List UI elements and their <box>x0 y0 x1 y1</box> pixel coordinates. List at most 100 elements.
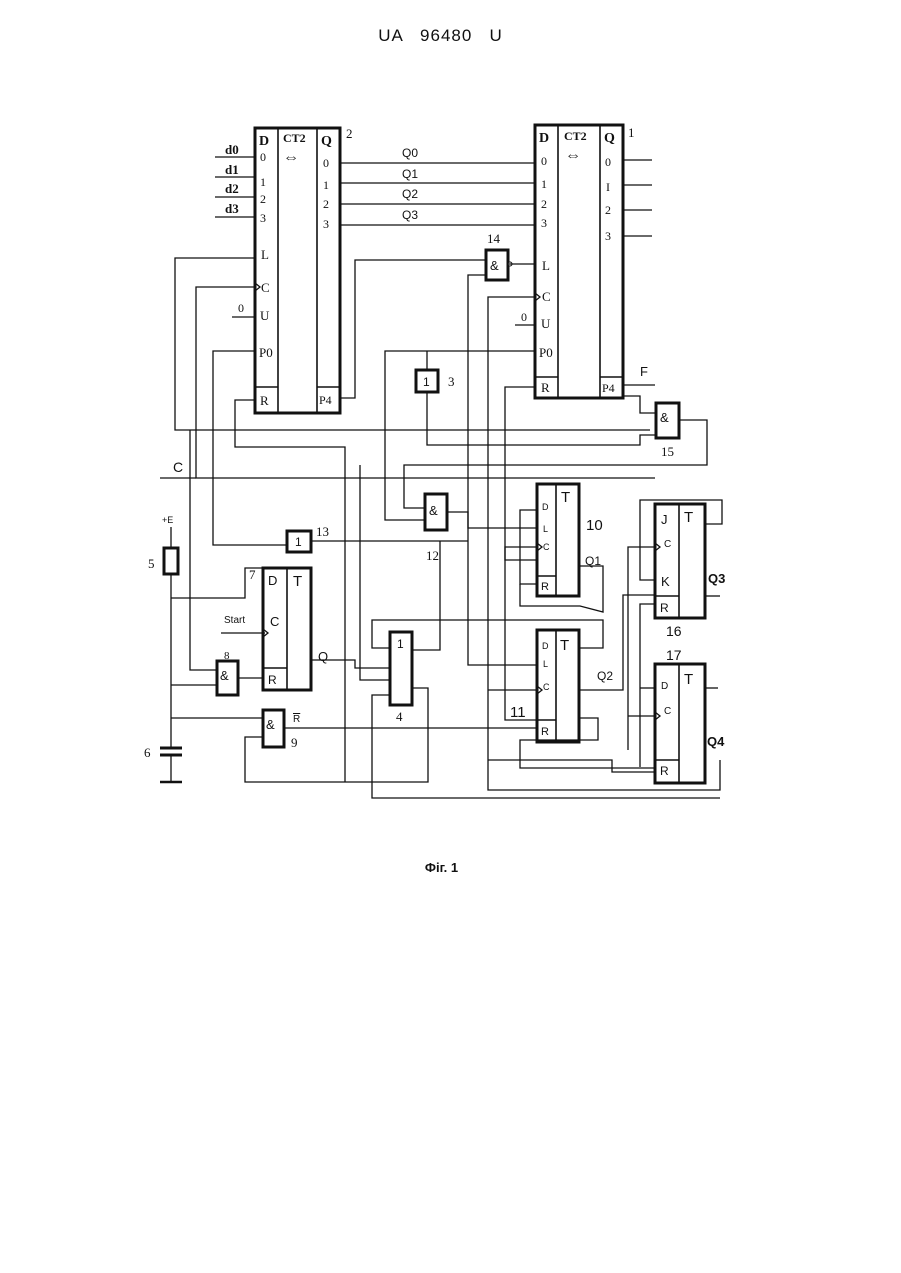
flipflop-10-pin-l: L <box>543 524 548 534</box>
gate-14: & 14 <box>486 231 512 280</box>
input-d3-label: d3 <box>225 201 239 216</box>
counter-2-pin-u: U <box>260 308 270 323</box>
flipflop-16-pin-j: J <box>661 512 668 527</box>
flipflop-17-pin-c: C <box>664 706 671 717</box>
counter-1-pin-c: C <box>542 289 551 304</box>
flipflop-11-type: T <box>560 637 569 654</box>
gate-4: 1 4 <box>390 632 412 724</box>
flipflop-10-body <box>537 484 579 596</box>
flipflop-7-type: T <box>293 573 302 590</box>
bus-q: Q0 Q1 Q2 Q3 <box>340 146 535 225</box>
wire-ct2-p4 <box>340 260 486 398</box>
counter-2-pin-0: 0 <box>260 150 266 164</box>
flipflop-11-number: 11 <box>510 704 526 721</box>
gate-3: 1 3 <box>416 370 455 392</box>
counter-1-number: 1 <box>628 125 635 140</box>
start-input-label: Start <box>224 615 245 626</box>
wire-ct1-p4-to-g15 <box>623 396 656 413</box>
flipflop-17-output: Q4 <box>707 734 725 749</box>
capacitor-number: 6 <box>144 745 151 760</box>
gate-8: & 8 <box>217 650 238 695</box>
flipflop-10-pin-c: C <box>543 542 550 552</box>
counter-2-out-p4: P4 <box>319 393 332 407</box>
wire-g12-out <box>447 512 537 528</box>
counter-2-function: CT2 <box>283 131 306 145</box>
gate-12-number: 12 <box>426 548 439 563</box>
counter-1-out-p4: P4 <box>602 381 615 395</box>
counter-2-pin-p0: P0 <box>259 345 273 360</box>
figure-caption: Фіг. 1 <box>0 860 883 875</box>
flipflop-10-pin-d: D <box>542 502 549 512</box>
gate-13-number: 13 <box>316 524 329 539</box>
gate-8-number: 8 <box>224 650 230 662</box>
flipflop-7-number: 7 <box>249 567 256 582</box>
gate-4-symbol: 1 <box>397 637 404 651</box>
counter-1-pin-p0: P0 <box>539 345 553 360</box>
counter-2-out-3: 3 <box>323 217 329 231</box>
gate-4-number: 4 <box>396 709 403 724</box>
flipflop-7: D C R T 7 Q Start <box>224 567 328 690</box>
counter-1-function: CT2 <box>564 129 587 143</box>
counter-1-pin-d: D <box>539 131 549 146</box>
gate-15-number: 15 <box>661 444 674 459</box>
gate-13: 1 13 <box>287 524 329 552</box>
flipflop-11-output: Q2 <box>597 669 613 683</box>
flipflop-17-pin-d: D <box>661 681 668 692</box>
supply-label: +E <box>162 515 173 525</box>
flipflop-17-pin-r: R <box>660 764 669 778</box>
counter-2-number: 2 <box>346 126 353 141</box>
flipflop-10: D L C R T 10 Q1 <box>537 484 603 596</box>
counter-2-pin-d: D <box>259 134 269 149</box>
counter-2-pin-r: R <box>260 393 269 408</box>
gate-9-number: 9 <box>291 735 298 750</box>
counter-2-pin-1: 1 <box>260 175 266 189</box>
counter-1-out-q: Q <box>604 131 615 146</box>
resistor-5-icon <box>164 548 178 574</box>
counter-2-out-2: 2 <box>323 197 329 211</box>
counter-1-pin-u: U <box>541 316 551 331</box>
flipflop-16-type: T <box>684 509 693 526</box>
flipflop-11-pin-l: L <box>543 659 548 669</box>
counter-2: CT2 ⇔ 2 D 0 1 2 3 L C U P0 R Q 0 1 2 3 P… <box>225 126 353 413</box>
gate-9-output-label: R <box>293 714 300 725</box>
wire-g3-out <box>427 392 656 445</box>
counter-2-pin-3: 3 <box>260 211 266 225</box>
flipflop-17: D C R T 17 Q4 <box>655 647 725 783</box>
counter-2-u-level: 0 <box>238 301 244 315</box>
counter-2-out-0: 0 <box>323 156 329 170</box>
gate-9: & R 9 <box>263 710 300 750</box>
clock-input-label: C <box>173 459 183 475</box>
flipflop-16-output: Q3 <box>708 571 725 586</box>
wire-ff10-c <box>505 547 537 560</box>
flipflop-16-number: 16 <box>666 623 682 639</box>
wire-ff17-r <box>488 760 655 772</box>
counter-1: CT2 ⇔ 1 D 0 1 2 3 L C U P0 R Q 0 I 2 3 P… <box>521 125 648 398</box>
counter-1-pin-r: R <box>541 380 550 395</box>
flipflop-16-pin-c: C <box>664 539 671 550</box>
flipflop-11-pin-d: D <box>542 641 549 651</box>
wire-ct1-r <box>505 387 537 720</box>
flipflop-17-number: 17 <box>666 647 682 663</box>
gate-14-number: 14 <box>487 231 501 246</box>
counter-1-pin-2: 2 <box>541 197 547 211</box>
gate-12: & 12 <box>425 494 447 563</box>
bus-label-q0: Q0 <box>402 146 418 160</box>
flipflop-11-pin-r: R <box>541 726 549 738</box>
flipflop-11-pin-c: C <box>543 682 550 692</box>
output-f-label: F <box>640 364 648 379</box>
counter-2-out-1: 1 <box>323 178 329 192</box>
flipflop-16-pin-k: K <box>661 574 670 589</box>
gate-13-symbol: 1 <box>295 535 302 549</box>
gate-9-symbol: & <box>266 717 275 732</box>
bus-label-q1: Q1 <box>402 167 418 181</box>
counter-1-pin-3: 3 <box>541 216 547 230</box>
flipflop-16-pin-r: R <box>660 601 669 615</box>
wire-ct1-p0 <box>385 351 535 520</box>
flipflop-7-pin-d: D <box>268 573 277 588</box>
gate-3-number: 3 <box>448 374 455 389</box>
counter-1-out-1: I <box>606 180 610 194</box>
flipflop-10-type: T <box>561 489 570 506</box>
counter-1-pin-l: L <box>542 258 550 273</box>
